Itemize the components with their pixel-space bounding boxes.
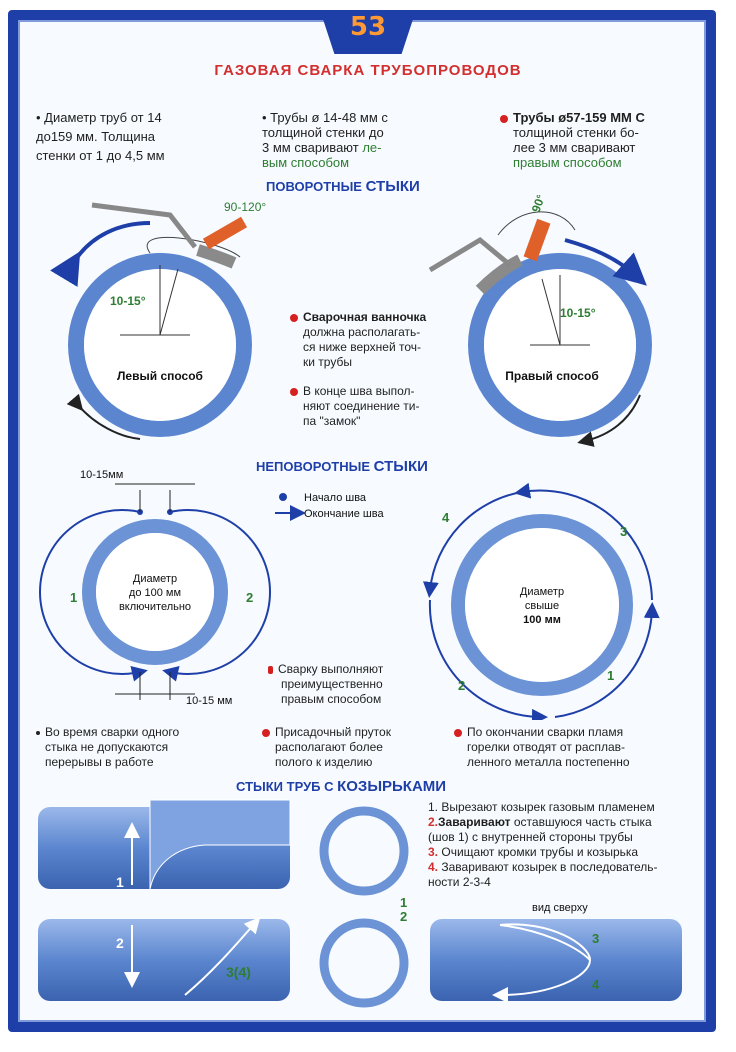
- visor-step: 4. Заваривают козырек в последователь-: [428, 860, 658, 874]
- intro-col2-line: • Трубы ø 14-48 мм с: [262, 110, 388, 125]
- visor-step: 1. Вырезают козырек газовым пламенем: [428, 800, 655, 814]
- red-bullet-icon: [290, 313, 298, 322]
- intro-col3-line: лее 3 мм сваривают: [513, 140, 636, 155]
- visor-step: (шов 1) с внутренней стороны трубы: [428, 830, 633, 844]
- intro-col2: • Трубы ø 14-48 мм с толщиной стенки до …: [262, 110, 462, 170]
- visor-steps: 1. Вырезают козырек газовым пламенем 2.З…: [428, 800, 698, 890]
- gap-top-label: 10-15мм: [80, 469, 123, 481]
- note-lock-joint: В конце шва выпол- няют соединение ти- п…: [290, 384, 460, 429]
- large-pipe-label: 100 мм: [523, 614, 561, 626]
- right-method-pipe: [428, 211, 652, 447]
- intro-col2-line: вым способом: [262, 155, 350, 170]
- visor-step: ности 2-3-4: [428, 875, 491, 889]
- visor-label: 1: [400, 895, 407, 910]
- section-heading-rotary: ПОВОРОТНЫЕ СТЫКИ: [266, 178, 420, 195]
- fixed-joints-diagram: 10-15мм 10-15 мм 1 2 Диаметр до 100 мм в…: [39, 469, 660, 720]
- large-pipe-num: 2: [458, 678, 465, 693]
- right-tilt-label: 10-15°: [560, 306, 596, 320]
- right-method-label: Правый способ: [505, 369, 598, 383]
- right-angle-label: 90°: [529, 195, 548, 214]
- gap-bottom-label: 10-15 мм: [186, 695, 232, 707]
- visor-joints-diagram: 1 2 3(4) 1 2 вид сверху 3 4: [38, 799, 682, 1008]
- top-view-label: вид сверху: [532, 902, 588, 914]
- large-pipe-num: 1: [607, 668, 614, 683]
- intro-col3-line: толщиной стенки бо-: [513, 125, 639, 140]
- red-bullet-icon: [268, 665, 273, 674]
- page-title: ГАЗОВАЯ СВАРКА ТРУБОПРОВОДОВ: [214, 62, 522, 79]
- intro-col3-line: правым способом: [513, 155, 622, 170]
- large-pipe-num: 3: [620, 524, 627, 539]
- visor-label: 2: [400, 909, 407, 924]
- intro-col1-line: • Диаметр труб от 14: [36, 110, 162, 125]
- small-pipe-num: 1: [70, 590, 77, 605]
- visor-label: 3: [592, 931, 599, 946]
- intro-col2-line: толщиной стенки до: [262, 125, 384, 140]
- visor-label: 1: [116, 874, 124, 890]
- legend-start: Начало шва: [304, 492, 367, 504]
- intro-col2-line: 3 мм сваривают ле-: [262, 140, 382, 155]
- red-bullet-icon: [290, 387, 298, 396]
- legend-end: Окончание шва: [304, 508, 384, 520]
- small-pipe-label: включительно: [119, 601, 191, 613]
- intro-col1: • Диаметр труб от 14 до159 мм. Толщина с…: [36, 110, 236, 163]
- red-bullet-icon: [500, 114, 508, 123]
- rotary-joints-diagram: 90-120° 10-15° Левый способ 90° 10-15° П…: [50, 195, 652, 447]
- visor-label: 2: [116, 935, 124, 951]
- visor-step: 3. Очищают кромки трубы и козырька: [428, 845, 639, 859]
- left-method-label: Левый способ: [117, 369, 203, 383]
- intro-col3: Трубы ø57-159 ММ С толщиной стенки бо- л…: [500, 110, 700, 170]
- left-tilt-label: 10-15°: [110, 294, 146, 308]
- visor-label: 4: [592, 977, 600, 992]
- note-weld-pool: Сварочная ванночка должна располагать- с…: [290, 310, 460, 370]
- large-pipe-label: Диаметр: [520, 586, 564, 598]
- red-bullet-icon: [454, 728, 462, 737]
- left-method-pipe: [50, 202, 252, 440]
- small-pipe-label: до 100 мм: [129, 587, 181, 599]
- black-bullet-icon: [36, 730, 40, 735]
- page-number: 53: [349, 12, 387, 42]
- bullet-filler-rod: Присадочный пруток располагают более пол…: [262, 725, 442, 770]
- small-pipe-label: Диаметр: [133, 573, 177, 585]
- visor-step: 2.Заваривают оставшуюся часть стыка: [428, 815, 652, 829]
- large-pipe-num: 4: [442, 510, 450, 525]
- section-heading-fixed: НЕПОВОРОТНЫЕ СТЫКИ: [256, 458, 428, 475]
- intro-col1-line: до159 мм. Толщина: [36, 129, 156, 144]
- page-number-tab: [320, 10, 416, 54]
- section-heading-visor: СТЫКИ ТРУБ С КОЗЫРЬКАМИ: [236, 778, 447, 795]
- left-angle-label: 90-120°: [224, 200, 266, 214]
- bullet-flame-removal: По окончании сварки пламя горелки отводя…: [454, 725, 694, 770]
- note-preferred-method: Сварку выполняют преимущественно правым …: [268, 662, 438, 707]
- intro-col1-line: стенки от 1 до 4,5 мм: [36, 148, 165, 163]
- small-pipe-num: 2: [246, 590, 253, 605]
- large-pipe-label: свыше: [525, 600, 559, 612]
- visor-label: 3(4): [226, 964, 251, 980]
- bullet-no-breaks: Во время сварки одного стыка не допускаю…: [36, 725, 246, 770]
- red-bullet-icon: [262, 728, 270, 737]
